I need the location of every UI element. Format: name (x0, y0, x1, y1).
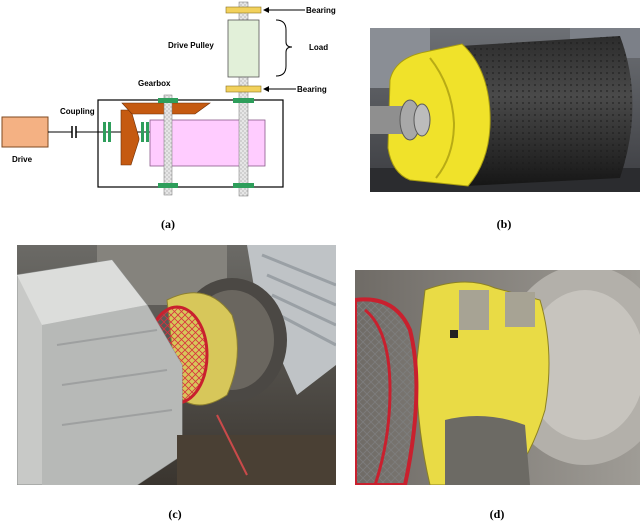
caption-c: (c) (168, 507, 182, 521)
drive-schematic: Drive Coupling Gearbox Drive Pulley Bear… (1, 1, 336, 197)
bearing-bottom-label: Bearing (297, 85, 327, 94)
intermediate-ring-top (158, 98, 178, 103)
caption-b: (b) (496, 217, 512, 231)
bearing-top-label: Bearing (306, 6, 336, 15)
drive-pulley-label: Drive Pulley (168, 41, 214, 50)
bevel-gear-vertical (120, 109, 140, 166)
drive-pulley (227, 19, 260, 78)
intermediate-ring-bottom (158, 183, 178, 188)
input-ring-1 (103, 122, 106, 142)
input-ring-2 (108, 122, 111, 142)
input-ring-3 (141, 122, 144, 142)
output-ring-top (233, 98, 254, 103)
photo-drive-pulley (370, 28, 640, 192)
caption-a: (a) (161, 217, 175, 231)
input-ring-4 (146, 122, 149, 142)
photo-bearing-closeup (355, 270, 640, 485)
gearbox-frame (97, 99, 284, 188)
intermediate-shaft (163, 94, 173, 196)
output-ring-bottom (233, 183, 254, 188)
bearing-top (225, 6, 262, 14)
bearing-top-arrowhead (263, 7, 269, 13)
photo-gearbox-installation (17, 245, 336, 485)
load-brace (275, 19, 293, 77)
caption-d: (d) (489, 507, 505, 521)
coupling-label: Coupling (60, 107, 95, 116)
drive-label: Drive (12, 155, 33, 164)
bearing-bottom (225, 85, 262, 93)
drive-box (1, 116, 49, 148)
load-label: Load (309, 43, 328, 52)
gearbox-label: Gearbox (138, 79, 171, 88)
bearing-bottom-arrowhead (263, 86, 269, 92)
